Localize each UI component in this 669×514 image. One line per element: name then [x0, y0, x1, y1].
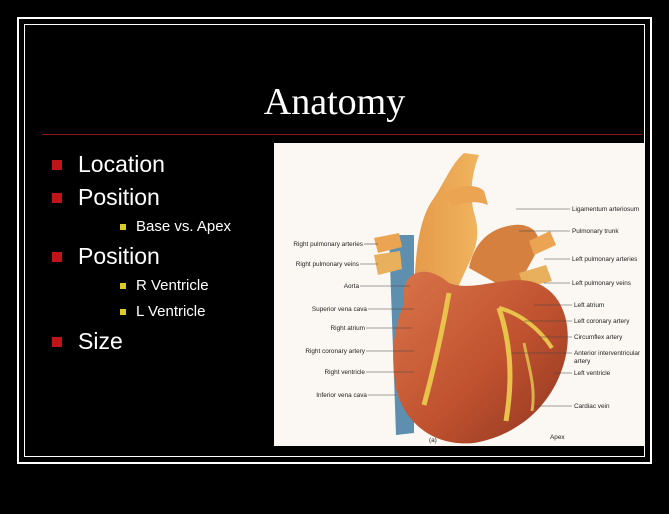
bullet-list: Location Position Base vs. Apex Position… — [52, 148, 272, 358]
sub-bullet-text: L Ventricle — [136, 303, 206, 320]
heart-anatomy-diagram: Right pulmonary arteries Right pulmonary… — [274, 143, 645, 446]
diagram-label: Ligamentum arteriosum — [572, 206, 639, 213]
bullet-item: Location — [52, 148, 272, 181]
yellow-square-bullet-icon — [120, 224, 126, 230]
diagram-label: artery — [574, 358, 591, 365]
diagram-label: Inferior vena cava — [316, 392, 367, 399]
diagram-label: Right ventricle — [325, 369, 366, 376]
diagram-label: Pulmonary trunk — [572, 228, 619, 235]
diagram-label: Left atrium — [574, 302, 604, 309]
bullet-text: Position — [78, 243, 160, 269]
bullet-item: Size — [52, 325, 272, 358]
diagram-label: Circumflex artery — [574, 334, 623, 341]
red-square-bullet-icon — [52, 337, 62, 347]
yellow-square-bullet-icon — [120, 309, 126, 315]
yellow-square-bullet-icon — [120, 283, 126, 289]
diagram-label: Cardiac vein — [574, 403, 610, 410]
bullet-item: Position — [52, 240, 272, 273]
bullet-item: Position — [52, 181, 272, 214]
diagram-label: Aorta — [344, 283, 360, 290]
slide-title: Anatomy — [0, 80, 669, 124]
sub-bullet-item: L Ventricle — [52, 299, 272, 325]
bullet-text: Location — [78, 151, 165, 177]
sub-bullet-text: R Ventricle — [136, 277, 209, 294]
diagram-label: Right coronary artery — [305, 348, 365, 355]
sub-bullet-text: Base vs. Apex — [136, 218, 231, 235]
bullet-text: Size — [78, 328, 123, 354]
heart-body-shape — [393, 272, 568, 444]
heart-illustration: Right pulmonary arteries Right pulmonary… — [274, 143, 645, 446]
diagram-label: Superior vena cava — [312, 306, 368, 313]
bullet-text: Position — [78, 184, 160, 210]
diagram-label: Left pulmonary arteries — [572, 256, 637, 263]
red-square-bullet-icon — [52, 252, 62, 262]
red-square-bullet-icon — [52, 160, 62, 170]
diagram-label: Anterior interventricular — [574, 350, 641, 357]
title-divider — [42, 134, 642, 135]
red-square-bullet-icon — [52, 193, 62, 203]
diagram-label: Right pulmonary arteries — [293, 241, 363, 248]
diagram-label: Left pulmonary veins — [572, 280, 631, 287]
diagram-label: Left coronary artery — [574, 318, 630, 325]
sub-bullet-item: Base vs. Apex — [52, 214, 272, 240]
sub-bullet-item: R Ventricle — [52, 273, 272, 299]
diagram-label: (a) — [429, 437, 437, 444]
diagram-label: Right atrium — [331, 325, 365, 332]
diagram-label: Left ventricle — [574, 370, 611, 377]
diagram-label: Right pulmonary veins — [296, 261, 359, 268]
diagram-label: Apex — [550, 434, 565, 441]
